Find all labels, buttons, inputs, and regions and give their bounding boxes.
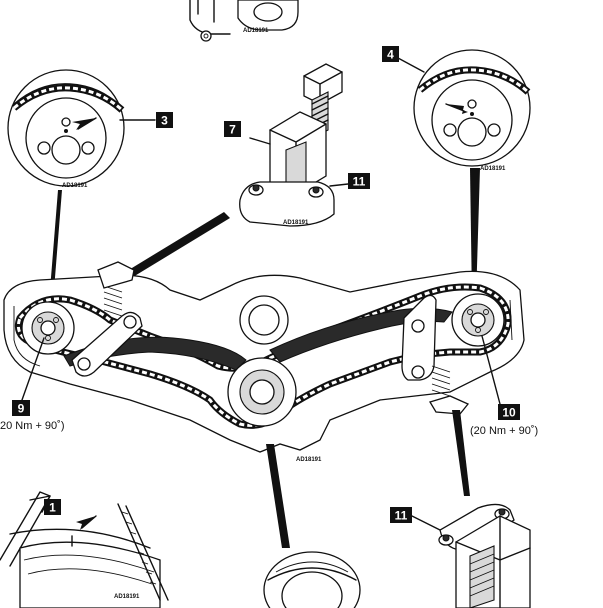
detail-1-pulley: AD18191 xyxy=(0,491,169,608)
torque-left: 20 Nm + 90˚) xyxy=(0,420,65,432)
callout-10-box xyxy=(498,404,520,420)
crank-pulley-bottom xyxy=(263,551,361,608)
callout-4-box xyxy=(382,46,399,62)
callout-9-box xyxy=(12,400,30,416)
detail-4-sprocket: AD18191 xyxy=(397,49,531,300)
detail-3-sprocket: AD18191 xyxy=(7,69,156,290)
ref-code-tool-top: AD18191 xyxy=(283,220,309,226)
tensioner-tool-bottom xyxy=(411,503,531,608)
callout-9: 9 xyxy=(18,402,25,416)
callout-1-box xyxy=(44,499,61,515)
top-partial-view: AD18191 xyxy=(189,0,299,42)
callout-7: 7 xyxy=(229,123,236,137)
callout-7-box xyxy=(224,121,241,137)
callout-4: 4 xyxy=(387,48,394,62)
timing-cover-main: AD18191 xyxy=(3,261,525,548)
callout-3-box xyxy=(156,112,173,128)
ref-code-top: AD18191 xyxy=(243,28,269,34)
ref-code-detail-3: AD18191 xyxy=(62,183,88,189)
callout-11-top: 11 xyxy=(353,175,366,189)
ref-code-detail-4: AD18191 xyxy=(480,166,506,172)
callout-11-bottom-box xyxy=(390,507,412,523)
callout-11-bottom: 11 xyxy=(395,509,408,523)
callout-11-top-box xyxy=(348,173,370,189)
torque-right: (20 Nm + 90˚) xyxy=(470,425,538,437)
callout-3: 3 xyxy=(161,114,168,128)
callout-10: 10 xyxy=(502,406,516,420)
callout-1: 1 xyxy=(49,501,56,515)
tensioner-tool-top: AD18191 xyxy=(122,63,349,280)
ref-code-detail-1: AD18191 xyxy=(114,594,140,600)
ref-code-main: AD18191 xyxy=(296,457,322,463)
